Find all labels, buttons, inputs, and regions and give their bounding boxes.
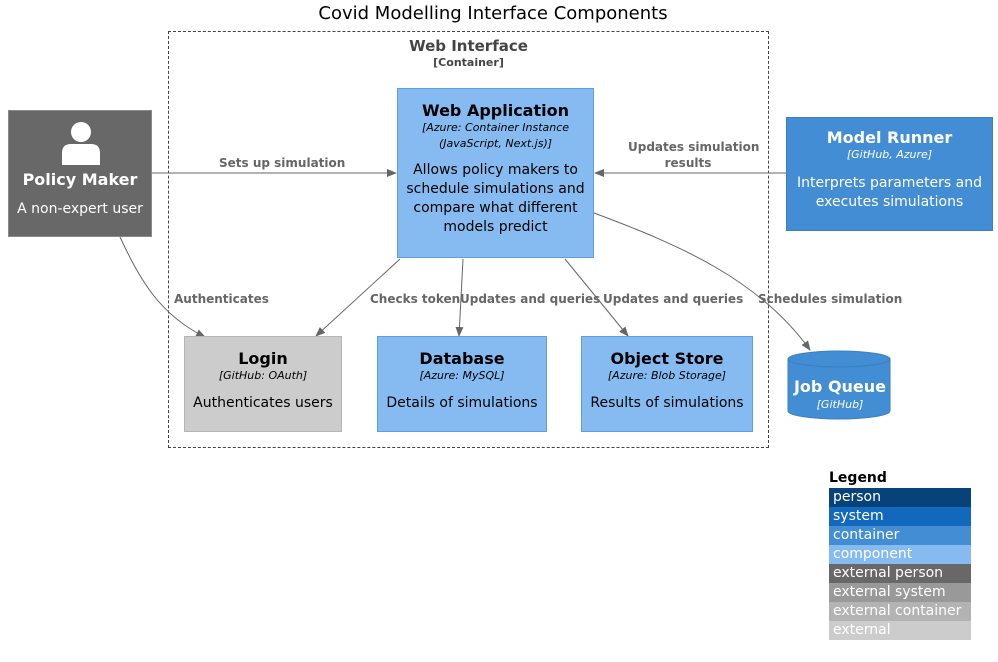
label-database-updates: Updates and queries [460, 292, 601, 306]
description-line: Interprets parameters and [796, 175, 983, 191]
person-description: A non-expert user [17, 201, 143, 217]
description-line: schedule simulations and [406, 181, 585, 197]
label-line: results [664, 156, 712, 170]
component-name: Login [238, 349, 288, 368]
policy-maker-person[interactable]: Policy Maker A non-expert user [8, 110, 152, 237]
label-object-store-updates: Updates and queries [603, 292, 744, 306]
label-authenticates: Authenticates [174, 292, 269, 306]
container-name: Model Runner [826, 128, 953, 147]
description-line: Allows policy makers to [413, 162, 578, 178]
label-checks-token: Checks token [370, 292, 461, 306]
boundary-title: Web Interface [409, 37, 528, 55]
legend-item-external-component: external component [829, 621, 971, 657]
web-application-component[interactable]: Web Application [Azure: Container Instan… [397, 88, 594, 258]
arrow-schedules-simulation [593, 212, 811, 351]
legend-item-container: container [829, 526, 971, 545]
job-queue-cylinder[interactable] [786, 350, 894, 422]
diagram-title: Covid Modelling Interface Components [318, 3, 668, 24]
label-sets-up-simulation: Sets up simulation [219, 156, 346, 170]
boundary-type: [Container] [433, 56, 504, 69]
description-line: compare what different [413, 200, 578, 216]
legend-item-system: system [829, 507, 971, 526]
login-component[interactable]: Login [GitHub: OAuth] Authenticates user… [184, 336, 342, 432]
person-name: Policy Maker [22, 170, 138, 189]
component-description: Results of simulations [590, 395, 744, 411]
legend-item-external-container: external container [829, 602, 971, 621]
container-description: Interprets parameters and executes simul… [787, 174, 992, 212]
job-queue-tech: [GitHub] [816, 398, 864, 411]
web-interface-boundary [168, 31, 769, 448]
arrow-checks-token [315, 258, 401, 337]
label-schedules-simulation: Schedules simulation [758, 292, 903, 306]
legend-item-person: person [829, 488, 971, 507]
person-icon [62, 122, 100, 165]
legend-item-external-person: external person [829, 564, 971, 583]
component-description: Authenticates users [193, 395, 333, 411]
component-description: Allows policy makers to schedule simulat… [398, 161, 593, 237]
legend-item-external-system: external system [829, 583, 971, 602]
database-component[interactable]: Database [Azure: MySQL] Details of simul… [377, 336, 547, 432]
arrow-authenticates [119, 236, 206, 338]
label-updates-simulation-results: Updates simulation results [628, 139, 760, 171]
model-runner-container[interactable]: Model Runner [GitHub, Azure] Interprets … [786, 117, 993, 231]
component-tech: (JavaScript, Next.js)] [438, 137, 553, 150]
description-line: models predict [443, 219, 548, 235]
label-line: Updates simulation [628, 140, 760, 154]
component-name: Database [419, 349, 505, 368]
container-tech: [GitHub, Azure] [846, 148, 933, 161]
job-queue-name: Job Queue [793, 377, 887, 396]
arrow-object-store-updates [564, 258, 629, 337]
component-name: Object Store [610, 349, 724, 368]
component-tech: [Azure: Blob Storage] [607, 369, 727, 382]
description-line: executes simulations [815, 194, 964, 210]
arrow-database-updates [455, 258, 464, 337]
component-tech: [GitHub: OAuth] [218, 369, 308, 382]
legend-item-component: component [829, 545, 971, 564]
component-tech: [Azure: Container Instance [421, 121, 570, 134]
component-name: Web Application [421, 101, 569, 120]
object-store-component[interactable]: Object Store [Azure: Blob Storage] Resul… [581, 336, 753, 432]
component-description: Details of simulations [386, 395, 538, 411]
legend-title: Legend [829, 470, 887, 486]
component-tech: [Azure: MySQL] [419, 369, 505, 382]
